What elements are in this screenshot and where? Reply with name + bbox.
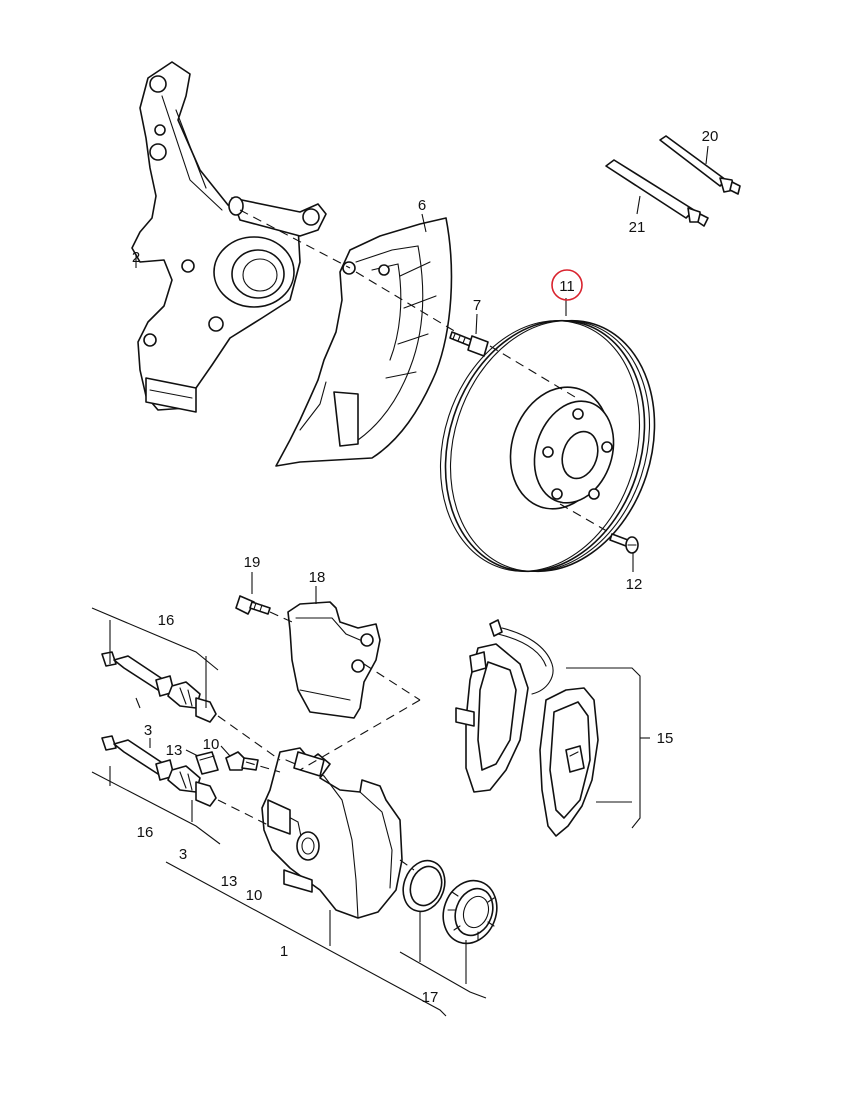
bolt-19 bbox=[235, 595, 271, 615]
grease-tube-21 bbox=[605, 159, 709, 227]
callout-7: 7 bbox=[473, 297, 481, 314]
callout-20: 20 bbox=[702, 128, 719, 145]
bolt-7 bbox=[449, 331, 489, 357]
dust-boot bbox=[442, 879, 498, 945]
assembly-lines bbox=[217, 209, 613, 871]
piston-seal bbox=[402, 859, 446, 913]
callout-18: 18 bbox=[309, 569, 326, 586]
callout-17: 17 bbox=[422, 989, 439, 1006]
screw-12 bbox=[609, 533, 639, 554]
guide-bush-lower bbox=[167, 765, 217, 807]
callout-19: 19 bbox=[244, 554, 261, 571]
grease-tube-20 bbox=[659, 135, 741, 195]
callout-2: 2 bbox=[132, 249, 140, 266]
callout-21: 21 bbox=[629, 219, 646, 236]
splash-shield bbox=[275, 217, 453, 467]
caliper-housing bbox=[261, 747, 403, 919]
highlight-ring bbox=[551, 269, 583, 301]
callout-3-lower: 3 bbox=[179, 846, 187, 863]
callout-11: 11 bbox=[559, 278, 575, 295]
callout-16-upper: 16 bbox=[158, 612, 175, 629]
callout-12: 12 bbox=[626, 576, 643, 593]
bleeder-valve bbox=[225, 751, 259, 771]
callout-10-lower: 10 bbox=[246, 887, 263, 904]
guide-pin-lower bbox=[101, 735, 175, 781]
caliper-bracket bbox=[287, 601, 381, 719]
callout-3-upper: 3 bbox=[144, 722, 152, 739]
callout-13-upper: 13 bbox=[166, 742, 183, 759]
brake-pad-inner bbox=[455, 643, 529, 793]
brake-disc bbox=[439, 319, 656, 573]
pad-wear-sensor bbox=[489, 619, 554, 695]
callout-10-upper: 10 bbox=[203, 736, 220, 753]
guide-bush-upper bbox=[167, 681, 217, 723]
callout-1: 1 bbox=[280, 943, 288, 960]
steering-knuckle bbox=[131, 61, 327, 413]
callout-16-lower: 16 bbox=[137, 824, 154, 841]
leader-lines bbox=[91, 145, 709, 1017]
brake-pad-outer bbox=[539, 687, 599, 837]
callout-labels: 6 7 11 12 20 21 2 19 18 16 3 13 10 16 3 … bbox=[132, 128, 719, 1006]
callout-6: 6 bbox=[418, 197, 426, 214]
guide-pin-upper bbox=[101, 651, 175, 697]
callout-15: 15 bbox=[657, 730, 674, 747]
bleeder-cap bbox=[195, 751, 219, 775]
callout-13-lower: 13 bbox=[221, 873, 238, 890]
